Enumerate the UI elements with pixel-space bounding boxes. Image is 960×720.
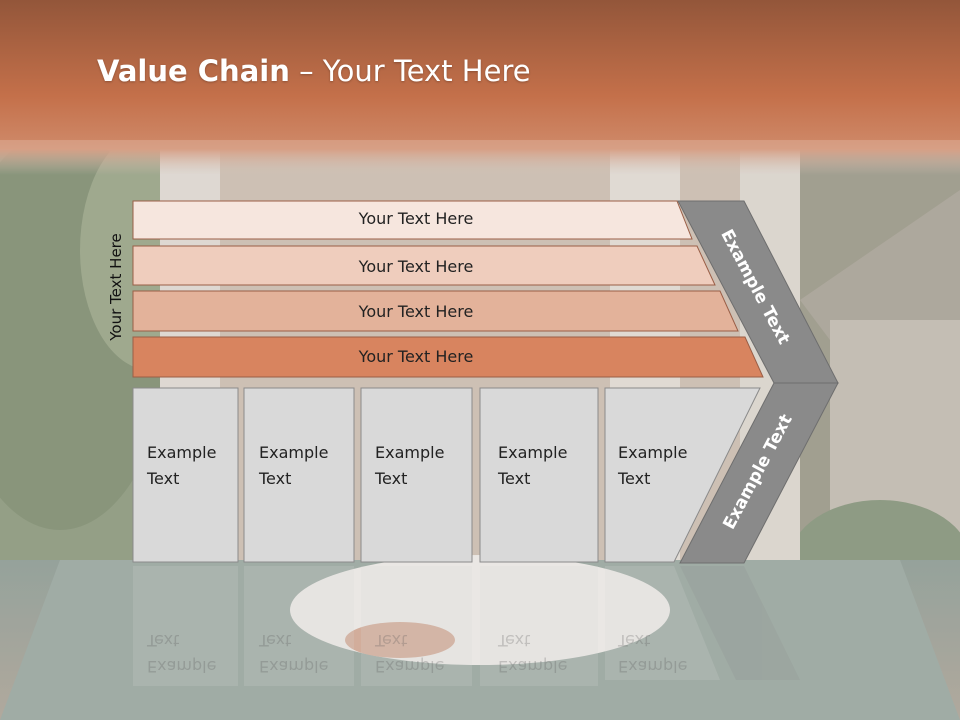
activity-cell-label-1: Example Text — [147, 443, 217, 488]
activity-cell-3[interactable] — [360, 387, 473, 563]
title-rest: – Your Text Here — [289, 54, 531, 88]
activity-bar-3[interactable] — [132, 290, 739, 332]
activity-cell-1[interactable] — [132, 387, 239, 563]
activity-cell-label-2: Example Text — [259, 443, 329, 488]
reflection — [133, 566, 800, 686]
activity-bar-label-3: Your Text Here — [358, 302, 474, 321]
activity-cell-label-4: Example Text — [498, 443, 568, 488]
slide-title: Value Chain – Your Text Here — [97, 54, 531, 88]
reflection-label-1: Example Text — [147, 631, 217, 676]
activity-bar-label-1: Your Text Here — [358, 209, 474, 228]
activity-cell-label-5: Example Text — [618, 443, 688, 488]
activity-cell-2[interactable] — [243, 387, 355, 563]
reflection-label-5: Example Text — [618, 631, 688, 676]
activity-bar-1[interactable] — [132, 200, 693, 240]
activity-bar-2[interactable] — [132, 245, 716, 286]
margin-chevron-lower[interactable] — [679, 382, 839, 564]
reflection-label-4: Example Text — [498, 631, 568, 676]
reflection-text: Example Text Example Text Example Text E… — [0, 565, 960, 720]
activity-bar-label-4: Your Text Here — [358, 347, 474, 366]
activity-cell-5[interactable] — [604, 387, 761, 563]
activity-bar-label-2: Your Text Here — [358, 257, 474, 276]
activity-cells — [132, 387, 761, 563]
reflection-label-2: Example Text — [259, 631, 329, 676]
activity-bar-4[interactable] — [132, 336, 764, 378]
activity-cell-4[interactable] — [479, 387, 599, 563]
activity-bars — [132, 200, 764, 378]
activity-cell-label-3: Example Text — [375, 443, 445, 488]
margin-chevron — [677, 200, 839, 564]
title-bold: Value Chain — [97, 54, 290, 88]
reflection-label-3: Example Text — [375, 631, 445, 676]
